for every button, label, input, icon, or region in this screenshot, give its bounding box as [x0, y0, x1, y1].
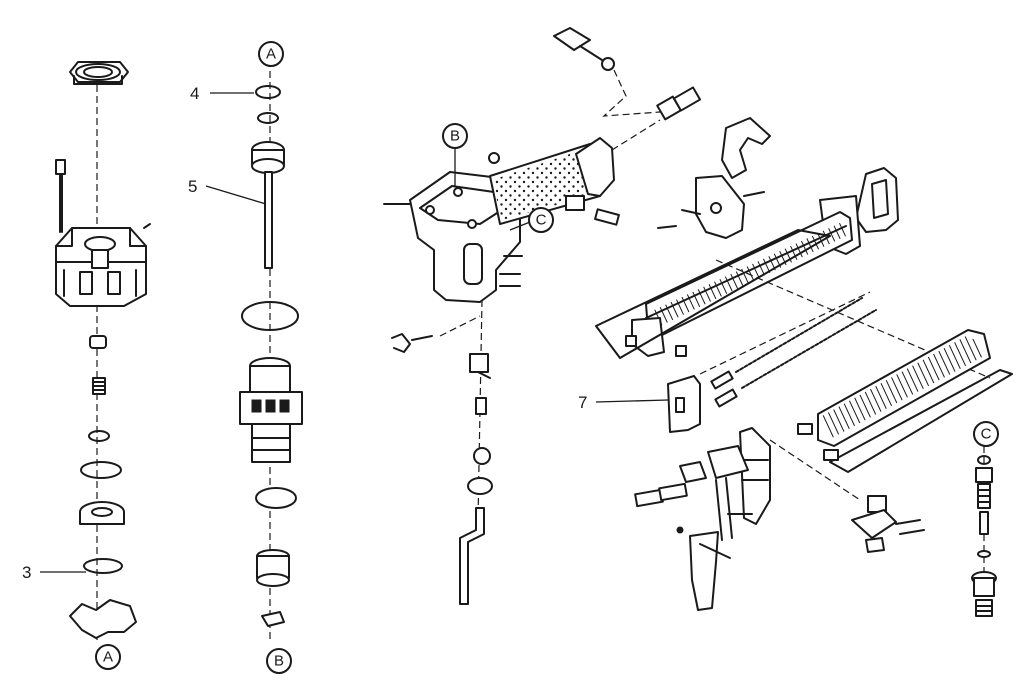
handle-tail [575, 137, 615, 197]
piston-assembly-column [239, 60, 303, 640]
cap-screw [55, 159, 66, 233]
svg-text:A: A [266, 46, 276, 63]
connector-a-bottom: A [95, 644, 121, 670]
valve-stack-left [79, 335, 125, 574]
svg-text:B: B [274, 653, 284, 670]
nose-plate [855, 167, 899, 233]
svg-text:C: C [981, 426, 992, 443]
magazine-assembly [595, 117, 1013, 473]
piston-head [251, 141, 285, 174]
pusher-springs [699, 291, 877, 408]
cap-assembly-column [55, 61, 151, 640]
trigger-stack [459, 299, 493, 605]
connector-b-top: B [442, 123, 468, 149]
connector-c-right: C [973, 421, 999, 447]
connector-b-bottom: B [266, 648, 292, 674]
driver-blade [689, 531, 719, 611]
air-fitting [656, 86, 702, 121]
svg-text:B: B [450, 128, 460, 145]
bumper [256, 549, 290, 587]
cylinder-sleeve [239, 357, 303, 463]
cap-gasket [69, 599, 137, 639]
callout-part-4: 4 [190, 84, 199, 103]
exhaust-fitting [553, 27, 615, 71]
callout-part-7: 7 [578, 393, 587, 412]
trigger-lever [459, 507, 485, 605]
top-knob [69, 61, 129, 85]
svg-text:A: A [103, 649, 113, 666]
right-valve-stack [971, 446, 997, 617]
latch-cluster [851, 495, 925, 553]
driver-rod [264, 171, 273, 269]
cap-housing [55, 223, 151, 307]
callout-part-5: 5 [188, 177, 197, 196]
main-body [383, 27, 702, 353]
leader-part-7 [595, 399, 669, 403]
svg-text:C: C [536, 212, 547, 229]
connector-a-top: A [258, 41, 284, 67]
callout-part-3: 3 [22, 563, 31, 582]
leader-part-5 [205, 185, 267, 205]
driver-guide [634, 427, 861, 611]
connector-c-left: C [528, 207, 554, 233]
